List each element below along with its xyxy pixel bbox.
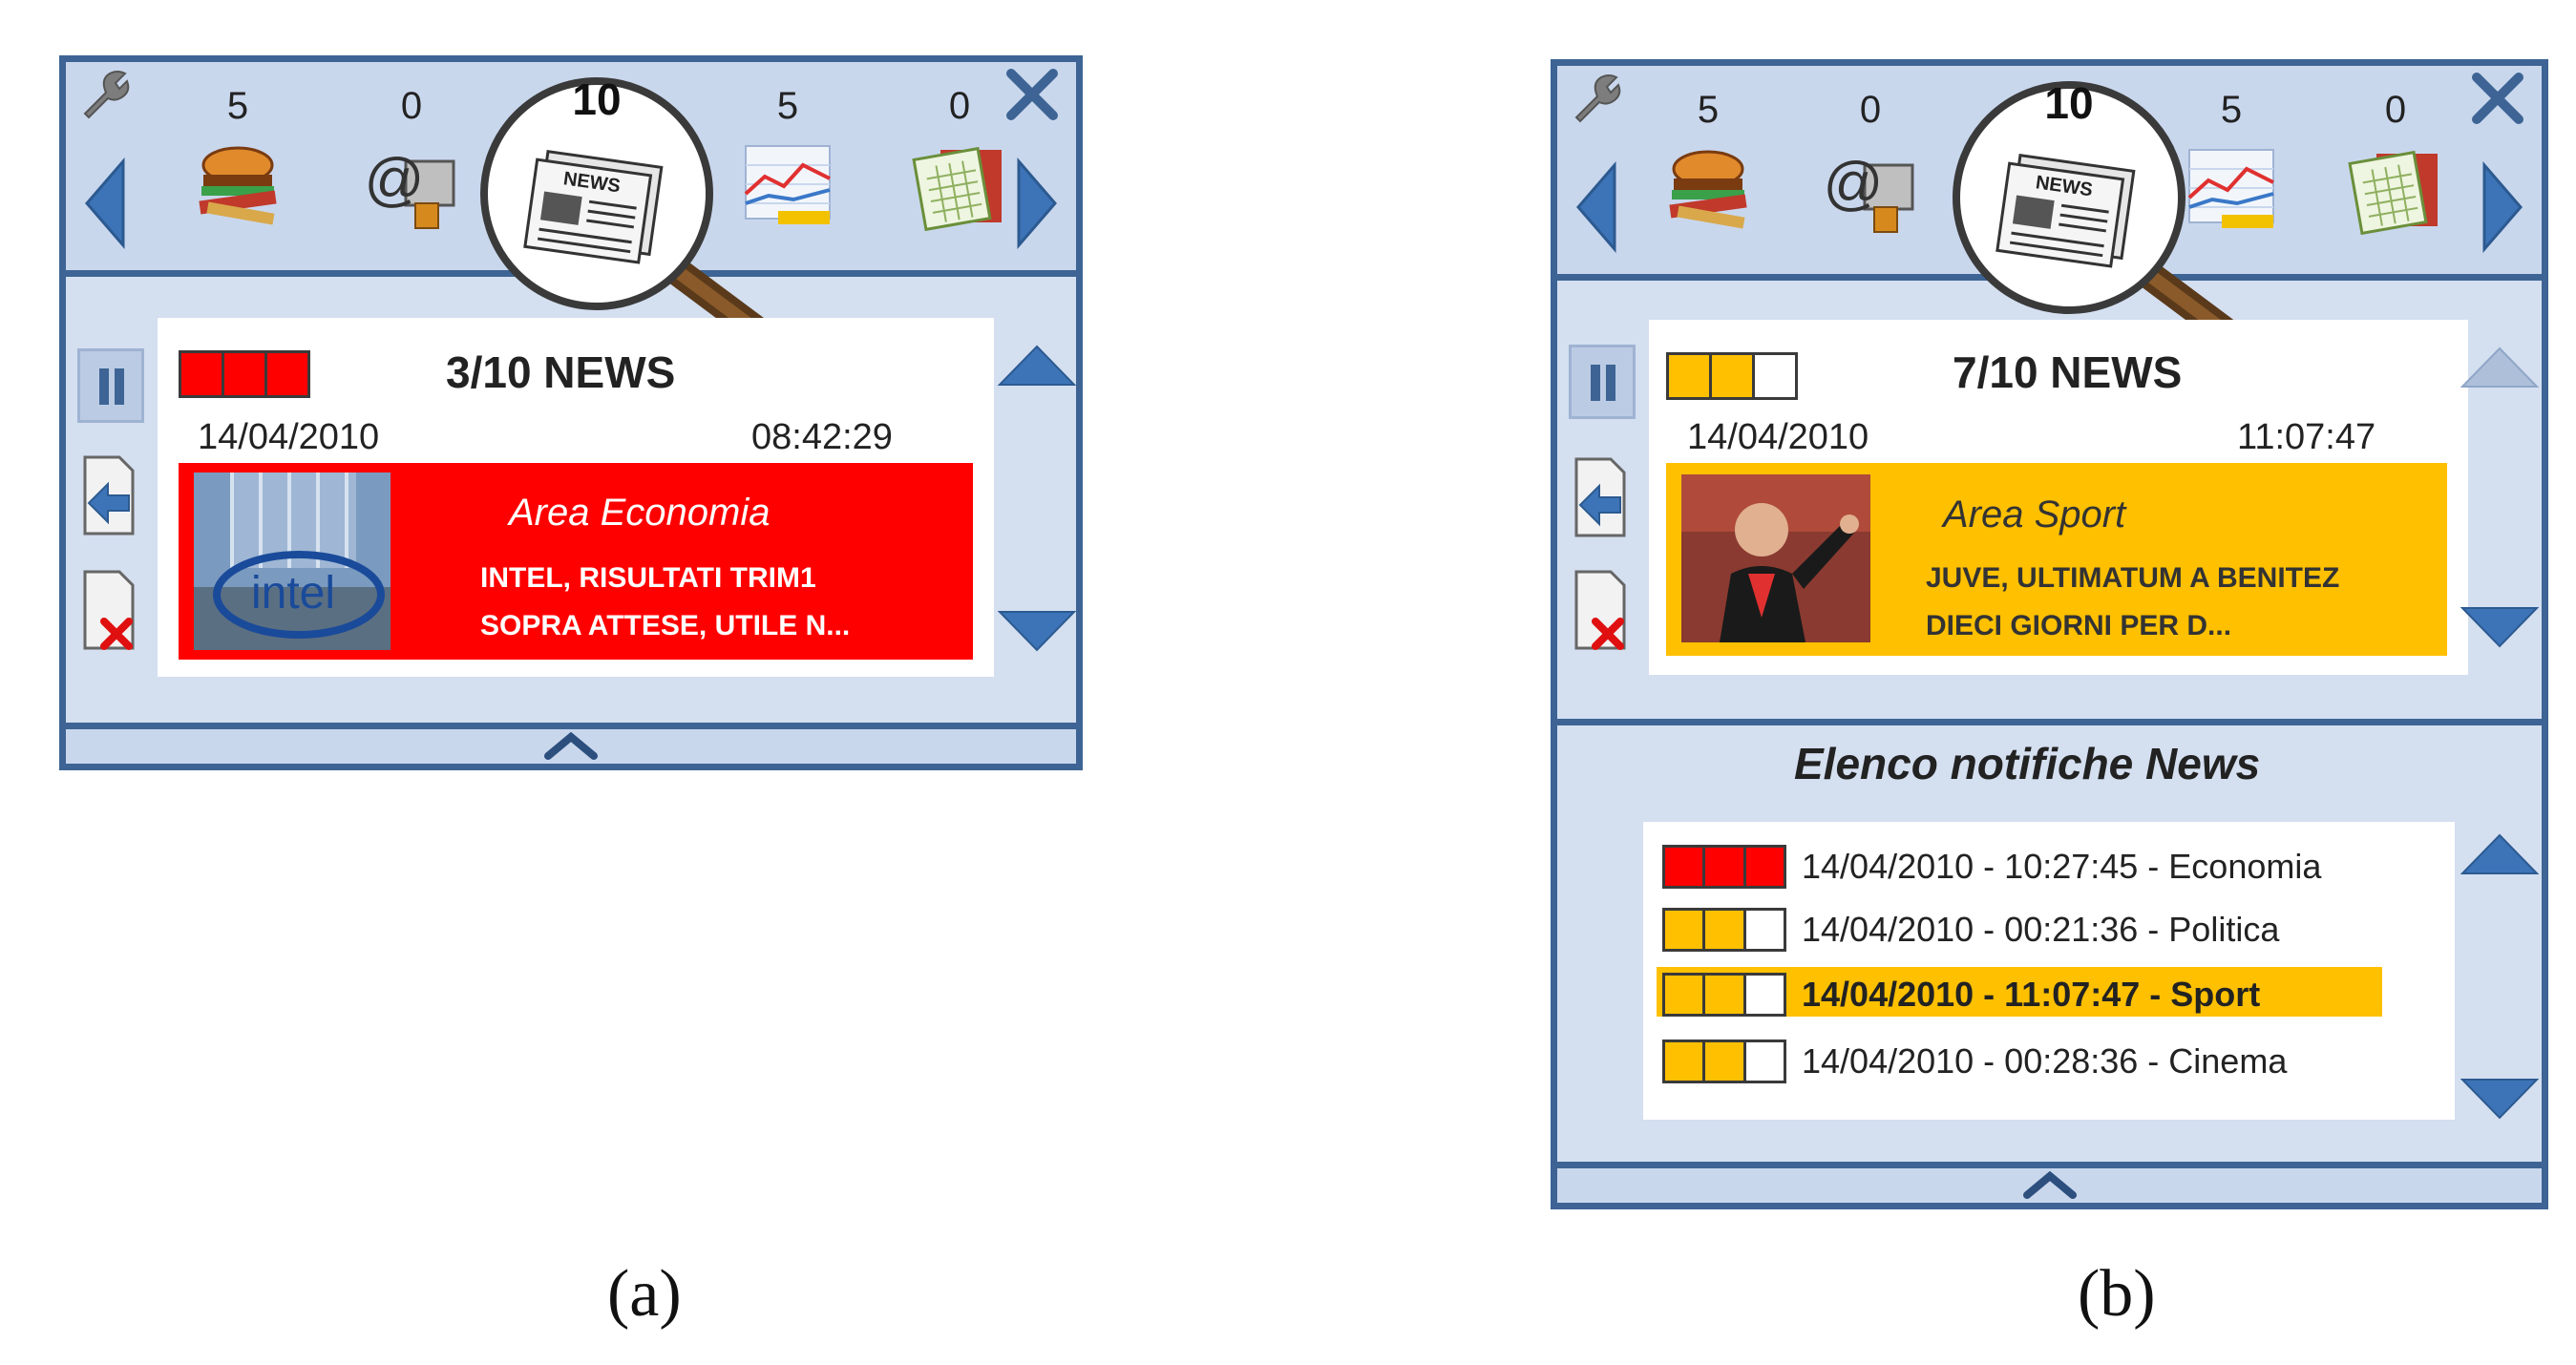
sport-photo-image [1681,474,1870,642]
category-count: 5 [2220,89,2243,131]
collapse-bar[interactable] [1557,1162,2542,1203]
priority-indicator [179,350,310,398]
news-counter: 3/10 NEWS [446,347,676,397]
notification-text: 14/04/2010 - 10:27:45 - Economia [1802,847,2322,886]
news-headline-line-2: SOPRA ATTESE, UTILE N... [480,610,851,641]
category-count: 5 [1697,89,1720,131]
news-card[interactable]: intel Area Economia INTEL, RISULTATI TRI… [179,463,973,660]
news-time: 08:42:29 [751,417,893,457]
open-news-icon[interactable] [75,453,142,537]
news-date: 14/04/2010 [198,417,380,457]
news-area: Area Economia [509,492,771,534]
news-widget-collapsed: 5 0 @ 5 [59,55,1083,770]
category-count: 0 [948,85,971,127]
pause-button[interactable] [1569,345,1636,419]
wrench-icon[interactable] [77,66,135,121]
food-icon [1669,150,1747,229]
news-headline-line-2: DIECI GIORNI PER D... [1926,610,2232,641]
notification-row[interactable]: 14/04/2010 - 00:21:36 - Politica [1657,902,2382,952]
scroll-up-arrow-icon[interactable] [998,345,1076,387]
news-time: 11:07:47 [2237,417,2376,457]
delete-news-icon[interactable] [75,568,142,652]
next-category-arrow-icon[interactable] [2481,161,2524,253]
notification-text: 14/04/2010 - 00:28:36 - Cinema [1802,1041,2288,1081]
news-thumbnail [1681,474,1870,642]
news-detail-panel: 3/10 NEWS 14/04/2010 08:42:29 intel Area… [158,318,994,677]
category-count: 0 [400,85,423,127]
news-headline-line-1: INTEL, RISULTATI TRIM1 [480,562,816,594]
scroll-down-arrow-icon[interactable] [998,610,1076,652]
news-area: Area Sport [1943,494,2126,536]
scroll-up-arrow-disabled-icon[interactable] [2460,346,2539,388]
intel-logo-image: intel [194,472,391,650]
notification-row-selected[interactable]: 14/04/2010 - 11:07:47 - Sport [1657,967,2382,1017]
notification-row[interactable]: 14/04/2010 - 10:27:45 - Economia [1657,839,2382,889]
notification-text: 14/04/2010 - 11:07:47 - Sport [1802,975,2261,1014]
category-count: 5 [776,85,799,127]
previous-category-arrow-icon[interactable] [1574,161,1618,253]
category-food[interactable]: 5 [180,62,295,270]
list-scroll-up-arrow-icon[interactable] [2460,833,2539,875]
priority-indicator [1662,1040,1786,1083]
svg-text:intel: intel [251,568,335,619]
news-headline-line-1: JUVE, ULTIMATUM A BENITEZ [1926,562,2340,594]
email-icon: @ [1824,151,1914,233]
news-detail-panel: 7/10 NEWS 14/04/2010 11:07:47 Area Sport… [1649,320,2468,675]
priority-indicator [1662,908,1786,952]
priority-indicator [1666,352,1798,400]
category-finance[interactable]: 5 [730,62,845,270]
active-category-count: 10 [572,74,622,124]
close-icon[interactable] [1002,64,1063,125]
calendar-icon [2348,150,2438,236]
expand-chevron-icon[interactable] [542,731,600,760]
category-count: 0 [1859,89,1882,131]
notification-text: 14/04/2010 - 00:21:36 - Politica [1802,910,2280,949]
category-count: 5 [226,85,249,127]
svg-text:@: @ [365,147,425,213]
close-icon[interactable] [2467,68,2528,129]
active-category-count: 10 [2044,78,2094,128]
category-email[interactable]: 0 @ [354,62,469,270]
news-counter: 7/10 NEWS [1953,347,2183,397]
wrench-icon[interactable] [1569,70,1626,125]
scroll-down-arrow-icon[interactable] [2460,606,2539,648]
email-icon: @ [365,147,455,229]
news-thumbnail: intel [194,472,391,650]
category-email[interactable]: 0 @ [1813,66,1928,274]
category-food[interactable]: 5 [1651,66,1765,274]
category-count: 0 [2384,89,2407,131]
news-date: 14/04/2010 [1687,417,1869,457]
priority-indicator [1662,973,1786,1017]
notification-row[interactable]: 14/04/2010 - 00:28:36 - Cinema [1657,1034,2382,1083]
expand-bar[interactable] [66,723,1076,764]
category-calendar[interactable]: 0 [902,62,1017,270]
finance-chart-icon [2187,149,2274,228]
category-calendar[interactable]: 0 [2338,66,2453,274]
pause-button[interactable] [77,348,144,423]
caption-b: (b) [2078,1257,2156,1331]
active-category-magnifier-icon[interactable]: NEWS [457,54,772,350]
news-card[interactable]: Area Sport JUVE, ULTIMATUM A BENITEZ DIE… [1666,463,2447,656]
svg-text:@: @ [1824,151,1884,217]
open-news-icon[interactable] [1567,455,1634,539]
news-widget-expanded: 5 0 @ 5 [1551,59,2548,1209]
notification-list: 14/04/2010 - 10:27:45 - Economia 14/04/2… [1643,822,2455,1120]
caption-a: (a) [607,1257,682,1331]
list-scroll-down-arrow-icon[interactable] [2460,1078,2539,1120]
category-finance[interactable]: 5 [2174,66,2289,274]
notification-list-title: Elenco notifiche News [1794,739,2261,788]
section-divider [1557,719,2542,725]
collapse-chevron-icon[interactable] [2021,1170,2079,1199]
delete-news-icon[interactable] [1567,568,1634,652]
previous-category-arrow-icon[interactable] [83,158,127,249]
priority-indicator [1662,845,1786,889]
food-icon [199,146,277,225]
next-category-arrow-icon[interactable] [1015,158,1059,249]
calendar-icon [912,146,1002,232]
finance-chart-icon [744,145,831,224]
